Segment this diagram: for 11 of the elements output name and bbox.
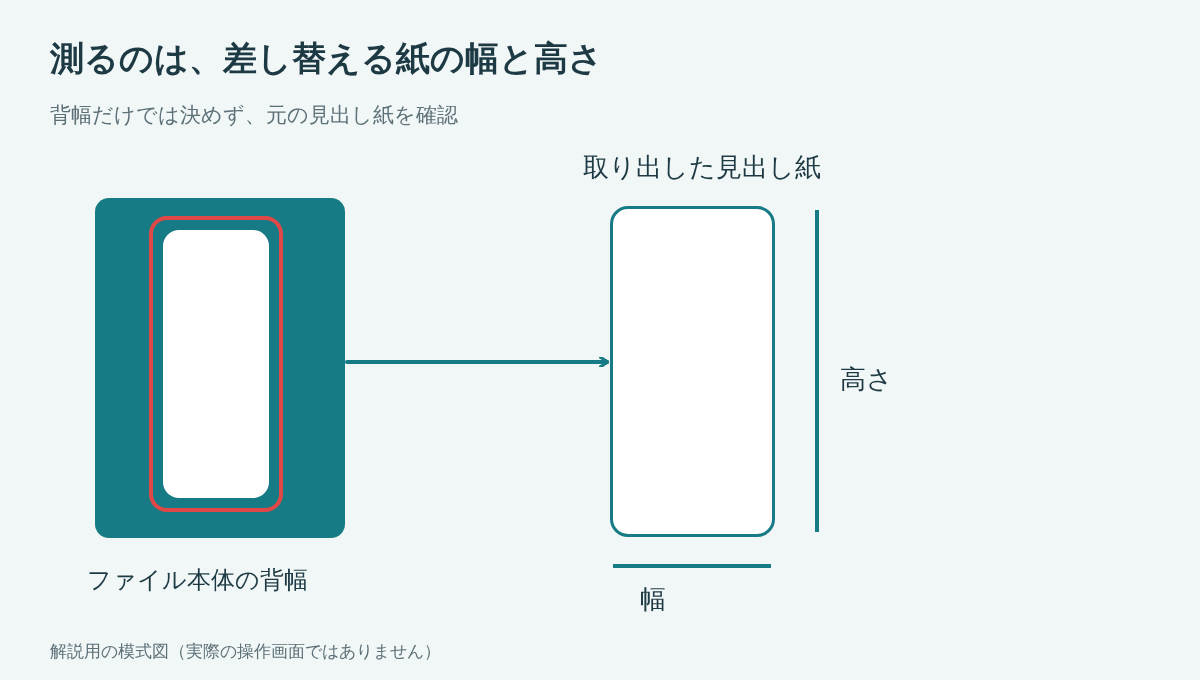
label-paper (163, 230, 269, 498)
paper-heading: 取り出した見出し紙 (583, 151, 821, 184)
footnote: 解説用の模式図（実際の操作画面ではありません） (50, 640, 441, 663)
dimension-label: 幅 (640, 583, 666, 616)
node-label: ファイル本体の背幅 (87, 565, 308, 596)
subtitle: 背幅だけでは決めず、元の見出し紙を確認 (50, 102, 458, 129)
label-slot-outline (149, 216, 283, 512)
file-spine (95, 198, 345, 538)
dimension-label: 高さ (840, 363, 893, 396)
title: 測るのは、差し替える紙の幅と高さ (50, 37, 603, 80)
arrow (345, 355, 610, 369)
